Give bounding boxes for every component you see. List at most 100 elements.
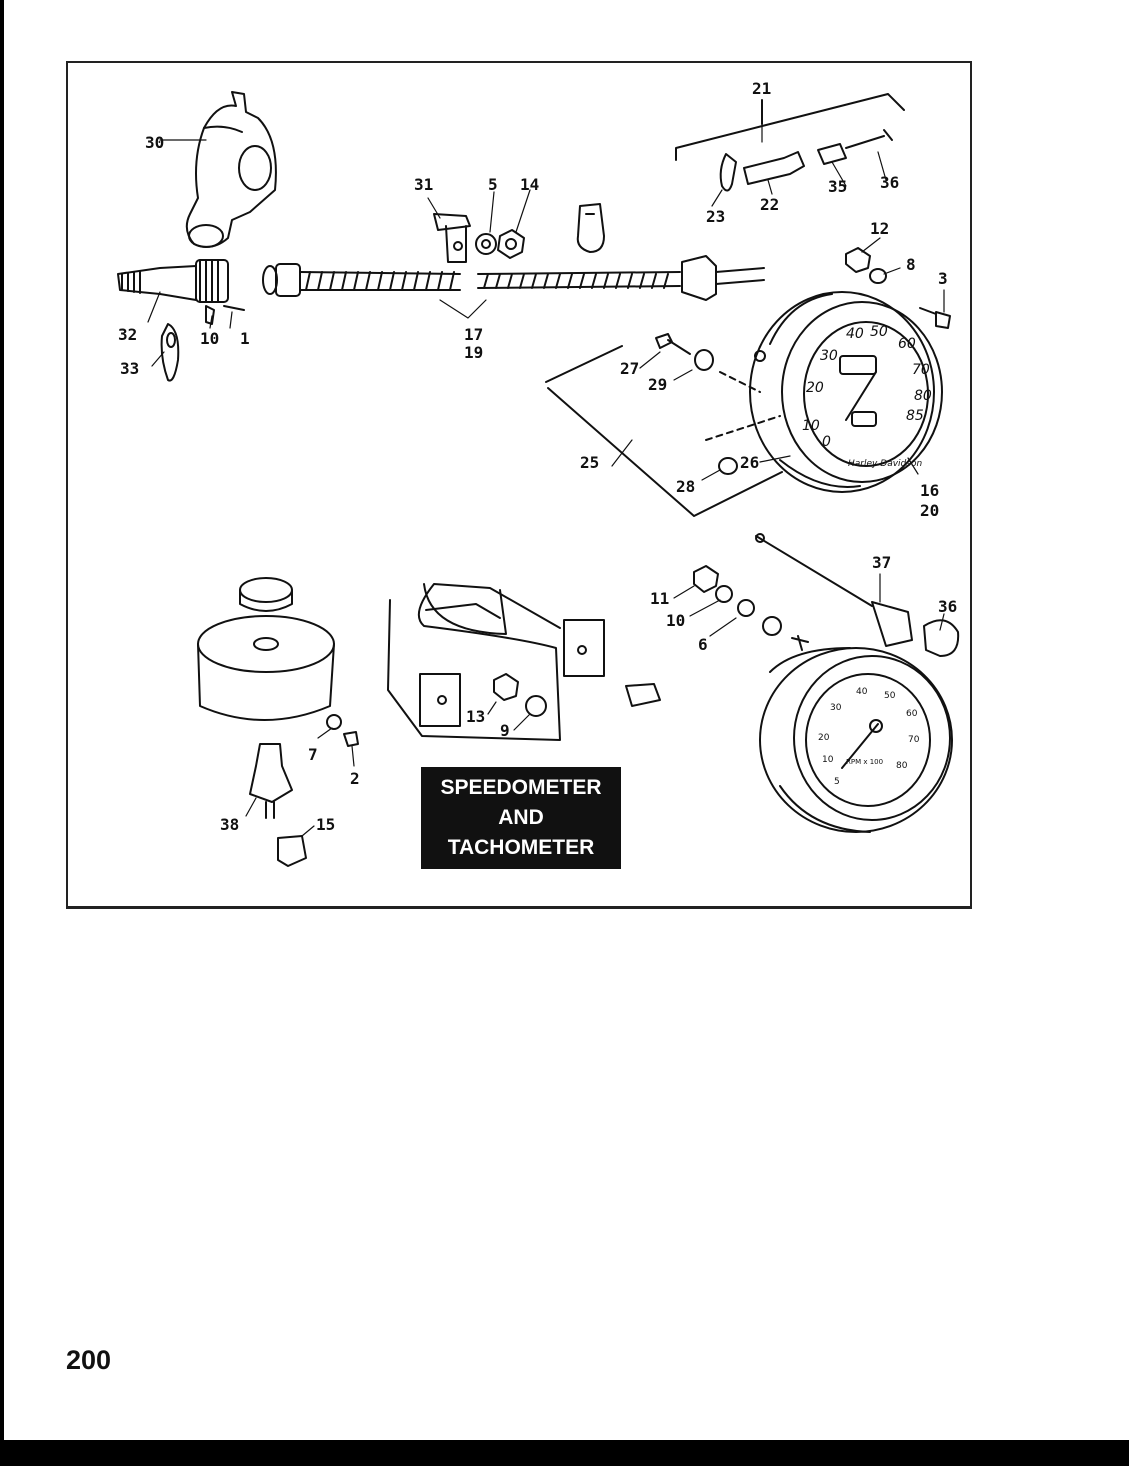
svg-text:70: 70 [912,362,930,378]
svg-text:60: 60 [898,336,916,352]
diagram-frame [66,61,972,909]
callout-13: 13 [466,707,485,726]
callout-7: 7 [308,745,318,764]
svg-text:80: 80 [914,388,932,404]
callout-25: 25 [580,453,599,472]
drive-gear-part [117,259,229,303]
callout-37: 37 [872,553,891,572]
nut-11-part [693,565,719,593]
svg-text:30: 30 [820,348,838,364]
callout-16: 16 [920,481,939,500]
callout-34: 35 [828,177,847,196]
callout-17: 17 [464,325,483,344]
washer-5-part [475,233,497,255]
washer-7-part [326,714,342,730]
callout-3: 3 [938,269,948,288]
tachometer-cup-part [197,577,335,721]
callout-20: 20 [920,501,939,520]
svg-text:30: 30 [830,703,842,713]
callout-10b: 10 [666,611,685,630]
callout-27: 27 [620,359,639,378]
lamp-socket-part [871,601,913,647]
callout-26: 26 [740,453,759,472]
callout-33: 33 [120,359,139,378]
speedometer-part [749,291,943,493]
adapter-22-part [743,151,805,185]
svg-text:20: 20 [806,380,824,396]
bolt-part [625,683,661,707]
callout-11: 11 [650,589,669,608]
nut-13-part [493,673,519,701]
speedometer-dial-labels: 0 10 20 30 40 50 60 70 80 85 Harley-Davi… [802,324,932,469]
tachometer-bracket-part [387,583,605,741]
nut-12-part [845,247,871,273]
title-line-1: SPEEDOMETER [440,776,602,799]
callout-10a: 10 [200,329,219,348]
nut-29-part [694,349,714,371]
cotter-pin-23-part [719,153,737,192]
callout-30: 30 [145,133,164,152]
callout-22: 22 [760,195,779,214]
callout-38: 38 [220,815,239,834]
svg-text:80: 80 [896,761,908,771]
drive-housing-part [185,91,277,248]
bottom-bar [0,1440,1129,1466]
screw-1-part [205,305,245,325]
callout-8: 8 [906,255,916,274]
lamp-wire-37-part [755,535,873,607]
svg-text:Harley-Davidson: Harley-Davidson [848,459,922,469]
svg-text:10: 10 [822,755,834,765]
washer-9-part [525,695,547,717]
diagram-title-box: SPEEDOMETER AND TACHOMETER [421,767,621,869]
svg-text:85: 85 [906,408,924,424]
nut-14-part [497,229,525,259]
svg-text:0: 0 [822,434,831,450]
callout-12: 12 [870,219,889,238]
callout-2: 2 [350,769,360,788]
kit-21-bracket [675,93,905,161]
svg-text:40: 40 [856,687,868,697]
fitting-34-part [817,143,847,165]
bolt-27-part [655,333,691,355]
bulb-36-part [923,619,960,657]
callout-36: 36 [938,597,957,616]
title-line-3: TACHOMETER [447,836,595,859]
cable-clip-part [576,203,605,253]
speedometer-cable-part [262,255,765,301]
callout-19: 19 [464,343,483,362]
callout-28: 28 [676,477,695,496]
svg-text:70: 70 [908,735,920,745]
page-number: 200 [66,1345,112,1375]
svg-text:50: 50 [884,691,896,701]
tachometer-dial-labels: 5 10 20 30 40 50 60 70 80 RPM x 100 [818,687,920,787]
clip-15-part [277,835,307,867]
screw-2-part [343,731,359,747]
washer-28-part [718,457,738,475]
fitting-38-part [249,743,293,819]
callout-1: 1 [240,329,250,348]
callout-29: 29 [648,375,667,394]
washer-6-part [737,599,755,617]
title-line-2: AND [498,806,544,829]
svg-text:60: 60 [906,709,918,719]
callout-15: 15 [316,815,335,834]
callout-9: 9 [500,721,510,740]
washer-10-part [715,585,733,603]
screw-3-part [919,307,951,329]
washer-8-part [869,268,887,284]
tachometer-part [759,647,953,833]
callout-14: 14 [520,175,539,194]
page-left-edge [0,0,4,1466]
callout-6: 6 [698,635,708,654]
screw-35-part [845,129,893,149]
callout-labels: 21 30 31 5 14 35 36 22 23 12 8 3 32 10 1… [118,79,957,834]
cable-bracket-part [433,213,471,263]
callout-35: 36 [880,173,899,192]
svg-text:10: 10 [802,418,820,434]
callout-21: 21 [752,79,771,98]
parts-diagram: 21 30 31 5 14 35 36 22 23 12 8 3 32 10 1… [117,79,960,867]
svg-text:40: 40 [846,326,864,342]
svg-text:50: 50 [870,324,888,340]
speedometer-mount-25 [545,345,783,517]
svg-text:20: 20 [818,733,830,743]
